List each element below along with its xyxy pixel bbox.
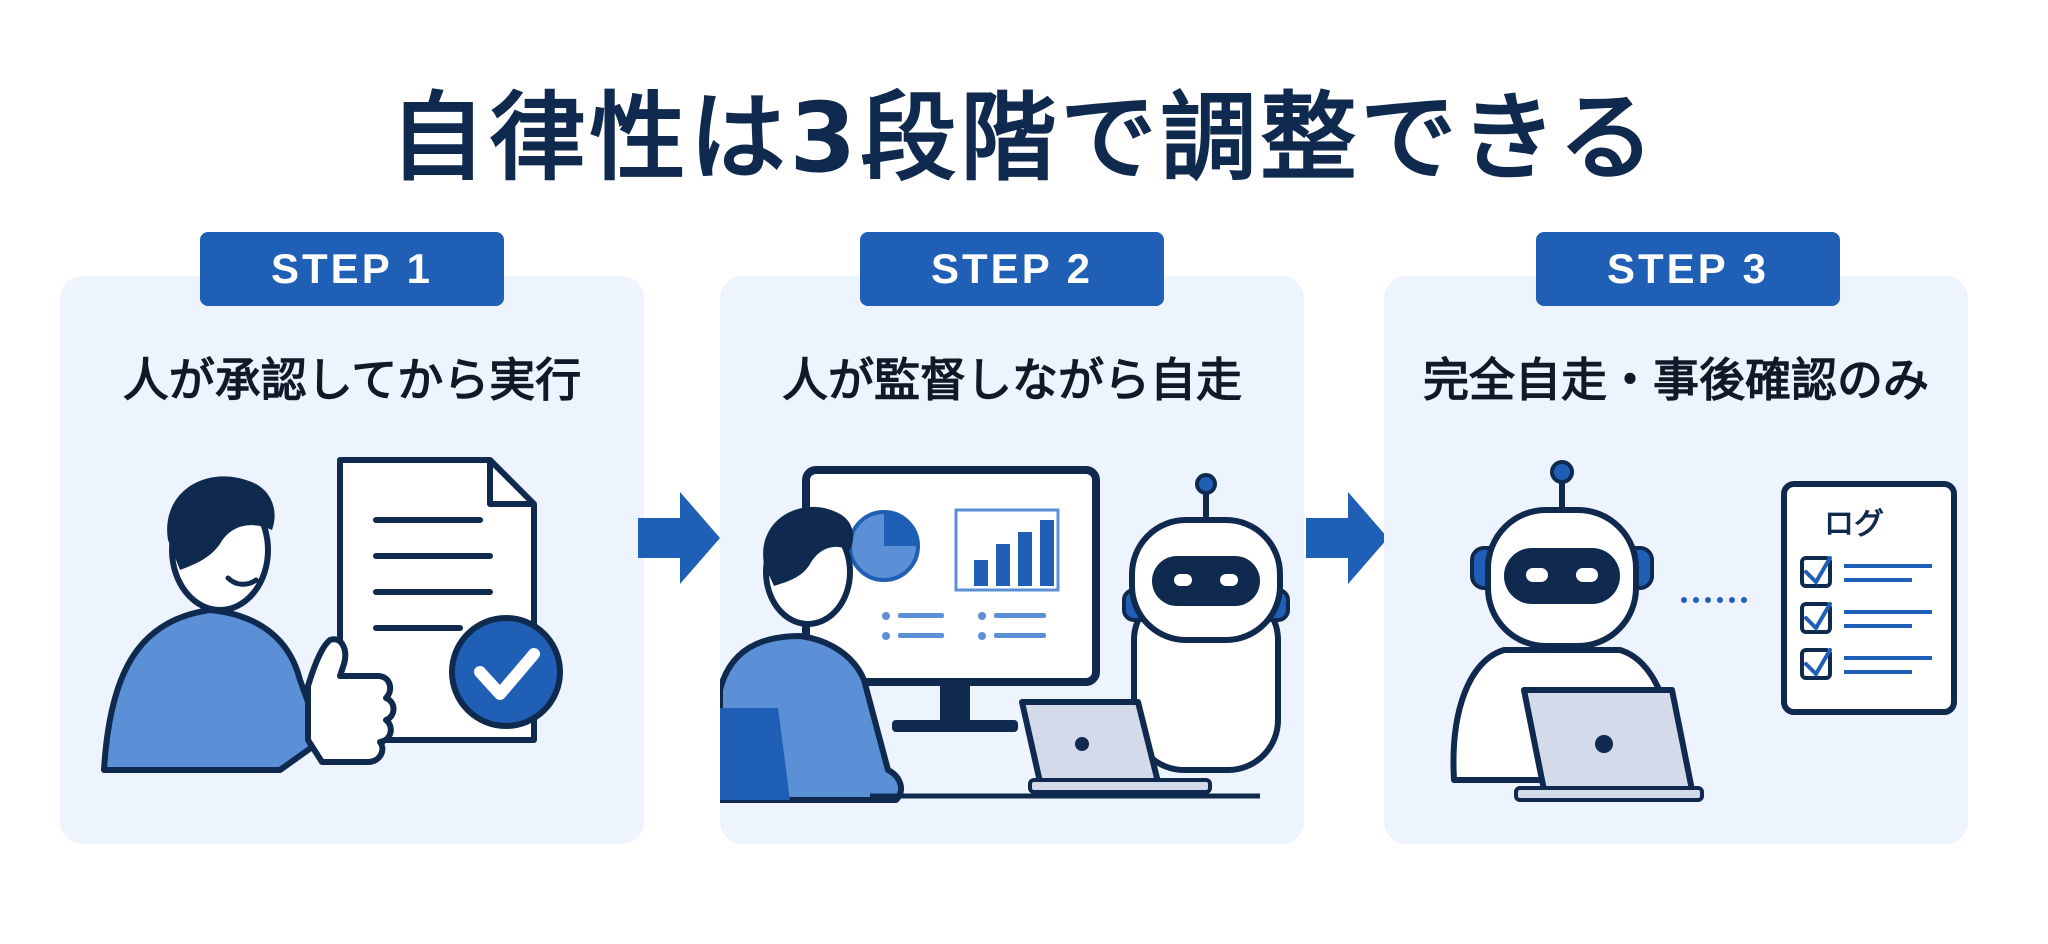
step-2-caption: 人が監督しながら自走 <box>782 353 1242 407</box>
arrow-right-icon <box>638 492 720 584</box>
arrow-right-icon <box>1306 492 1388 584</box>
page-title: 自律性は3段階で調整できる <box>389 82 1659 194</box>
pie-chart-icon <box>848 510 920 582</box>
step-1-illustration <box>101 457 563 773</box>
person-icon <box>101 476 325 773</box>
bar-chart-icon <box>954 508 1060 592</box>
step-2-illustration <box>720 466 1290 803</box>
check-circle-icon <box>449 615 563 729</box>
step-3-badge: STEP 3 <box>1536 232 1840 306</box>
log-label: ログ <box>1824 507 1884 542</box>
step-3-illustration: ログ <box>1450 460 1957 802</box>
laptop-icon <box>1514 687 1704 802</box>
log-checklist-icon: ログ <box>1781 481 1957 715</box>
step-3-caption: 完全自走・事後確認のみ <box>1423 353 1929 407</box>
robot-icon <box>1122 473 1290 773</box>
connection-dots <box>1681 597 1747 603</box>
step-2-badge: STEP 2 <box>860 232 1164 306</box>
laptop-icon <box>1019 699 1212 794</box>
step-1-badge: STEP 1 <box>200 232 504 306</box>
thumbs-up-icon <box>305 636 397 765</box>
step-1-caption: 人が承認してから実行 <box>122 353 582 407</box>
person-icon <box>720 506 905 803</box>
